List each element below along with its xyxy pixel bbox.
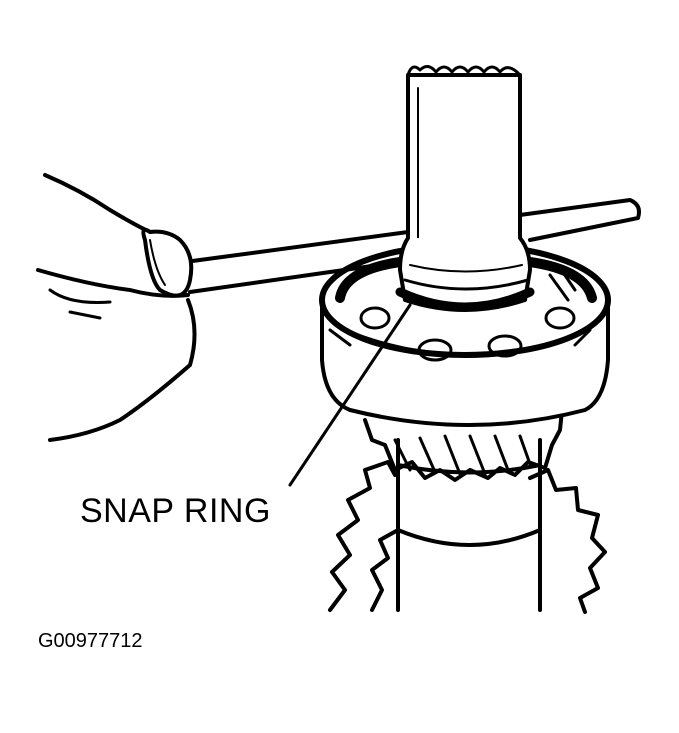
helical-gear-outline bbox=[365, 410, 562, 480]
bearing-ball bbox=[546, 308, 574, 328]
thumbnail bbox=[150, 240, 165, 285]
hand-knuckle-lines bbox=[50, 290, 110, 318]
bearing-race-edges bbox=[330, 330, 590, 345]
shaft-shoulder-line bbox=[410, 265, 522, 272]
snap-ring bbox=[400, 292, 530, 307]
screwdriver bbox=[185, 200, 639, 292]
snap-ring-label: SNAP RING bbox=[80, 492, 271, 530]
hand bbox=[38, 175, 195, 440]
bearing-ball bbox=[489, 336, 521, 356]
hand-finger-crease bbox=[38, 270, 188, 296]
bearing-ball-cage bbox=[550, 268, 575, 300]
figure-code: G00977712 bbox=[38, 630, 143, 652]
hand-upper-finger bbox=[45, 175, 150, 232]
spur-gear-inner-teeth bbox=[372, 530, 398, 610]
bearing-lower-race bbox=[345, 330, 588, 355]
shaft-broken-end bbox=[408, 66, 520, 75]
shaft-body bbox=[408, 75, 520, 250]
upper-shaft bbox=[400, 66, 530, 310]
shaft-collar-curve bbox=[398, 530, 540, 545]
bearing-ball bbox=[361, 308, 389, 328]
bearing-ball bbox=[419, 340, 451, 360]
lower-shaft bbox=[398, 440, 540, 610]
screwdriver-shaft bbox=[185, 200, 639, 262]
snap-ring-groove bbox=[405, 280, 528, 289]
spur-gear-teeth bbox=[330, 462, 605, 612]
snap-ring-leader-line bbox=[290, 305, 410, 485]
hand-palm-edge bbox=[50, 300, 195, 440]
helical-gear bbox=[365, 410, 562, 480]
helical-gear-teeth bbox=[395, 436, 530, 474]
lower-spur-gear bbox=[330, 462, 605, 612]
screwdriver-shaft-lower bbox=[190, 262, 400, 292]
